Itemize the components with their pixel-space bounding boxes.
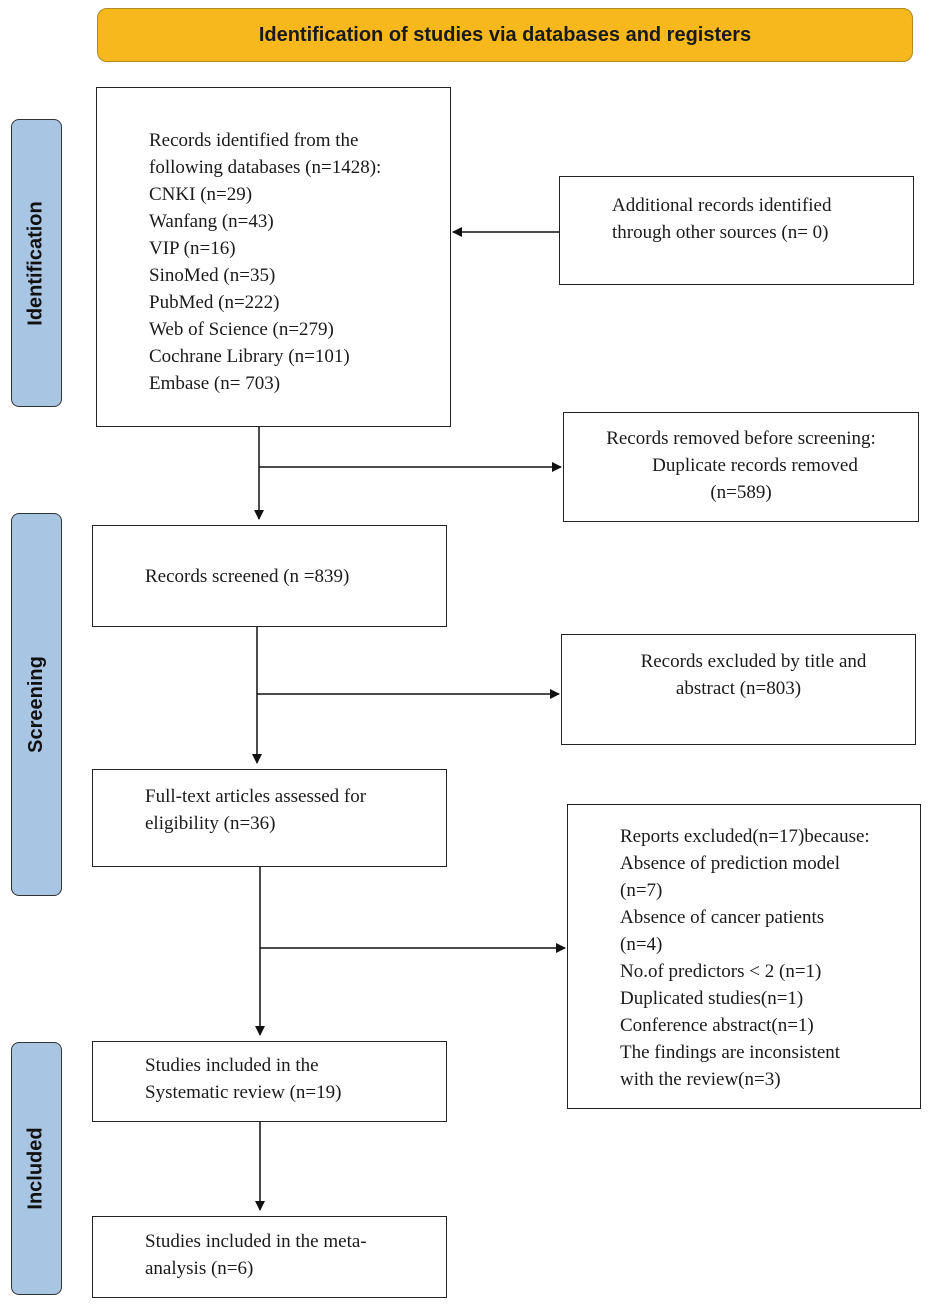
databases-line: Cochrane Library (n=101) [149,346,350,367]
databases-line: CNKI (n=29) [149,184,253,205]
reports-excluded-line: Absence of cancer patients [620,907,825,928]
databases-line: Wanfang (n=43) [149,211,274,232]
removed-line: Duplicate records removed [652,455,858,476]
stage-identification: Identification [11,119,62,407]
fulltext-line: Full-text articles assessed for [145,786,367,807]
meta-line: Studies included in the meta- [145,1231,367,1252]
other-sources-box: Additional records identified through ot… [559,176,914,285]
reports-excluded-box: Reports excluded(n=17)because: Absence o… [567,804,921,1109]
databases-line: Web of Science (n=279) [149,319,334,340]
fulltext-box: Full-text articles assessed for eligibil… [92,769,447,867]
systematic-line: Systematic review (n=19) [145,1082,342,1103]
reports-excluded-line: Duplicated studies(n=1) [620,988,804,1009]
databases-line: SinoMed (n=35) [149,265,276,286]
screened-box: Records screened (n =839) [92,525,447,627]
removed-box: Records removed before screening: Duplic… [563,412,919,522]
systematic-line: Studies included in the [145,1055,319,1076]
databases-line: following databases (n=1428): [149,157,382,178]
fulltext-line: eligibility (n=36) [145,813,276,834]
removed-line: Records removed before screening: [606,428,876,449]
meta-line: analysis (n=6) [145,1258,254,1279]
systematic-box: Studies included in the Systematic revie… [92,1041,447,1122]
reports-excluded-line: (n=4) [620,934,663,955]
excluded-title-line: Records excluded by title and [640,651,867,672]
reports-excluded-line: Absence of prediction model [620,853,841,874]
other-sources-line: Additional records identified [612,195,832,216]
removed-line: (n=589) [710,482,772,503]
reports-excluded-line: Conference abstract(n=1) [620,1015,814,1036]
stage-included: Included [11,1042,62,1295]
header-title: Identification of studies via databases … [258,23,752,46]
excluded-title-box: Records excluded by title and abstract (… [561,634,916,745]
reports-excluded-line: No.of predictors < 2 (n=1) [620,961,822,982]
screened-line: Records screened (n =839) [145,566,350,587]
reports-excluded-line: The findings are inconsistent [620,1042,841,1063]
other-sources-line: through other sources (n= 0) [612,222,829,243]
databases-line: VIP (n=16) [149,238,236,259]
reports-excluded-line: Reports excluded(n=17)because: [620,826,870,847]
reports-excluded-line: with the review(n=3) [620,1069,781,1090]
reports-excluded-line: (n=7) [620,880,663,901]
databases-box: Records identified from the following da… [96,87,451,427]
databases-line: PubMed (n=222) [149,292,280,313]
stage-screening: Screening [11,513,62,896]
databases-line: Embase (n= 703) [149,373,281,394]
meta-box: Studies included in the meta- analysis (… [92,1216,447,1298]
excluded-title-line: abstract (n=803) [675,678,802,699]
databases-line: Records identified from the [149,130,359,151]
diagram-header: Identification of studies via databases … [97,8,913,62]
